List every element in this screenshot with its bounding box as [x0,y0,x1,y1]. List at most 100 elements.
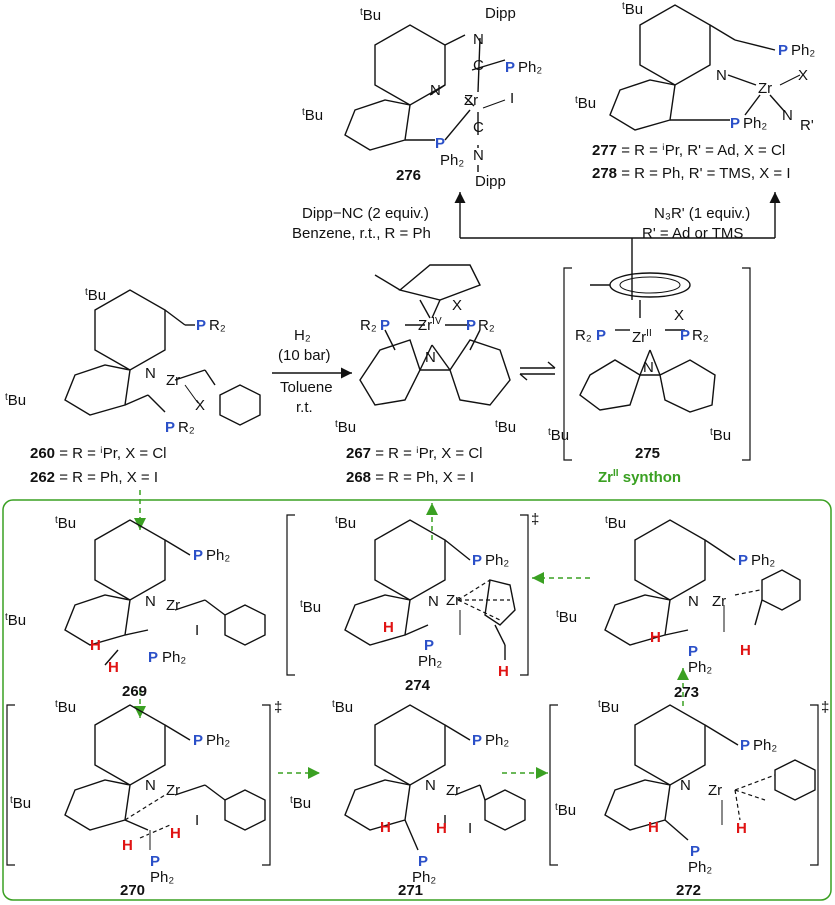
h-273-a: H [650,629,661,646]
tbu-275-a: tBu [548,427,569,444]
r2-267-a: R₂ [360,317,377,334]
tbu-267-b: tBu [495,419,516,436]
mechanism-box [2,499,832,901]
label-272: 272 [676,882,701,899]
h-270-b: H [170,825,181,842]
label-synthon: ZrII synthon [598,468,681,486]
p-267-a: P [380,317,390,334]
structure-274 [344,519,516,660]
p-269-a: P [193,547,203,564]
tbu-269-a: tBu [55,515,76,532]
n-276-carb: N [430,82,441,99]
i-269: I [195,622,199,639]
c-276-top: C [473,57,484,74]
zr-271: Zr [446,782,460,799]
h-271-a: H [436,820,447,837]
label-267: 267 = R = ⁱPr, X = Cl [346,445,483,462]
structure-260-262 [64,289,261,426]
ph2-274-b: Ph₂ [418,653,442,670]
label-270: 270 [120,882,145,899]
structure-269 [64,519,266,666]
ph2-272-a: Ph₂ [753,737,777,754]
structure-272 [604,704,816,841]
zr-269: Zr [166,597,180,614]
zr-272: Zr [708,782,722,799]
h-270-a: H [122,837,133,854]
x-260: X [195,397,205,414]
zr-260: Zr [166,372,180,389]
n-272: N [680,777,691,794]
label-277: 277 = R = ⁱPr, R' = Ad, X = Cl [592,142,785,159]
i-270: I [195,812,199,829]
n-imido-277: N [782,107,793,124]
n-274: N [428,593,439,610]
n-269: N [145,593,156,610]
ph2-274-a: Ph₂ [485,552,509,569]
i-271: I [468,820,472,837]
cond-temp: r.t. [296,399,313,416]
r2-260-b: R₂ [178,419,195,436]
n-276-top: N [473,31,484,48]
h-269-b: H [108,659,119,676]
p-270-b: P [150,853,160,870]
zr-276: Zr [464,92,478,109]
tbu-269-b: tBu [5,612,26,629]
dipp-276-bottom: Dipp [475,173,506,190]
n-275: N [643,359,654,376]
tbu-273-b: tBu [556,609,577,626]
dipp-276-top: Dipp [485,5,516,22]
zr-273: Zr [712,593,726,610]
label-276: 276 [396,167,421,184]
ph2-271-a: Ph₂ [485,732,509,749]
p-275-a: P [596,327,606,344]
tbu-270-b: tBu [10,795,31,812]
ph2-270-b: Ph₂ [150,869,174,886]
label-269: 269 [122,683,147,700]
cond-pressure: (10 bar) [278,347,331,364]
r2-275-a: R₂ [575,327,592,344]
label-278: 278 = R = Ph, R' = TMS, X = I [592,165,791,182]
n-271: N [425,777,436,794]
label-274: 274 [405,677,431,694]
p-260-b: P [165,419,175,436]
r-prime-277: R' [800,117,814,134]
tbu-272-a: tBu [598,699,619,716]
r2-275-b: R₂ [692,327,709,344]
cond-azide-line2: R' = Ad or TMS [642,225,743,242]
dagger-270: ‡ [274,699,282,716]
n-260: N [145,365,156,382]
h-274-a: H [383,619,394,636]
n-276-bottom: N [473,147,484,164]
p-276-b: P [435,135,445,152]
tbu-270-a: tBu [55,699,76,716]
tbu-271-b: tBu [290,795,311,812]
ph2-277-a: Ph₂ [791,42,815,59]
label-271: 271 [398,882,423,899]
structure-273 [604,519,801,646]
tbu-271-a: tBu [332,699,353,716]
h-269-a: H [90,637,101,654]
label-273: 273 [674,684,699,701]
tbu-275-b: tBu [710,427,731,444]
ph2-270-a: Ph₂ [206,732,230,749]
ph2-273-b: Ph₂ [688,659,712,676]
c-276-bottom: C [473,119,484,136]
cond-h2: H₂ [294,327,311,344]
structure-270 [64,704,266,850]
tbu-260-b: tBu [5,392,26,409]
p-260-a: P [196,317,206,334]
x-277: X [798,67,808,84]
tbu-274-a: tBu [335,515,356,532]
structure-267-268 [359,264,511,406]
p-271-b: P [418,853,428,870]
p-269-b: P [148,649,158,666]
x-275: X [674,307,684,324]
structure-277-278 [609,4,801,131]
label-268: 268 = R = Ph, X = I [346,469,474,486]
h-271-b: H [380,819,391,836]
ph2-269-a: Ph₂ [206,547,230,564]
p-270-a: P [193,732,203,749]
p-272-a: P [740,737,750,754]
structure-276 [344,24,506,151]
